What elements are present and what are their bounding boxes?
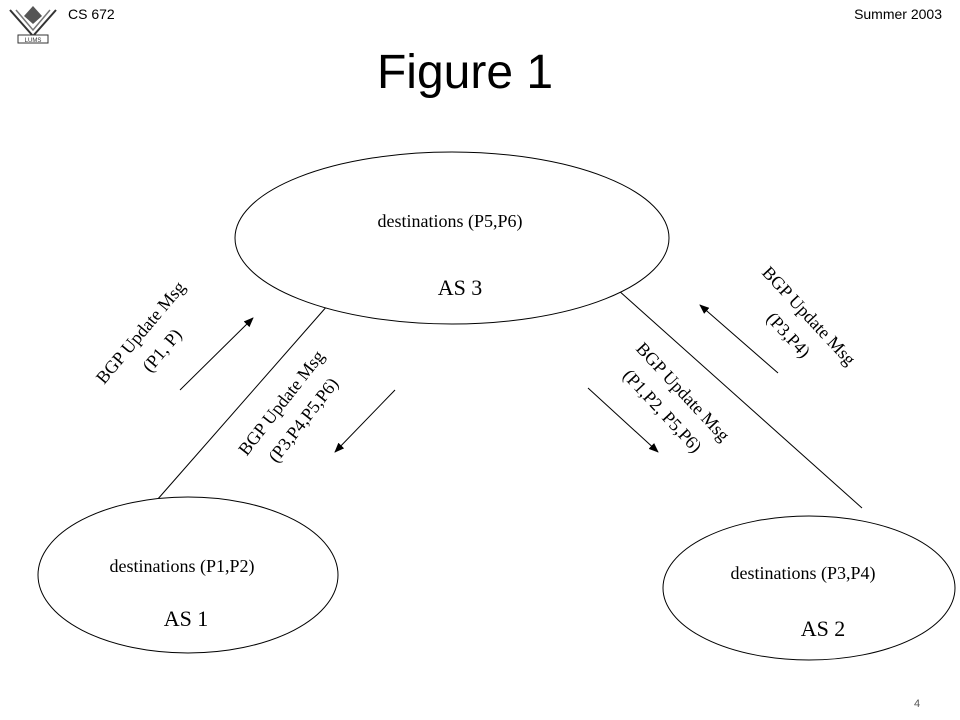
node-as3-name: AS 3: [438, 275, 483, 300]
node-as2: destinations (P3,P4) AS 2: [662, 515, 956, 661]
msg-as3-to-as1: BGP Update Msg (P3,P4,P5,P6): [234, 346, 343, 466]
arrow-as3-to-as2: [587, 387, 659, 453]
node-as2-ellipse: [662, 515, 956, 661]
node-as3-destinations: destinations (P5,P6): [377, 211, 522, 232]
msg-as1-to-as3: BGP Update Msg (P1, P): [92, 277, 189, 387]
link-as3-as2: [617, 289, 863, 509]
msg-as3-to-as2: BGP Update Msg (P1,P2, P5,P6): [618, 338, 733, 457]
term-label: Summer 2003: [854, 6, 942, 22]
node-as1-destinations: destinations (P1,P2): [109, 556, 254, 577]
node-as2-destinations: destinations (P3,P4): [730, 563, 875, 584]
link-as3-as1: [156, 304, 329, 501]
node-as1-ellipse: [37, 496, 339, 654]
node-as1-name: AS 1: [164, 606, 209, 631]
arrow-as1-to-as3: [179, 317, 254, 391]
arrow-as3-to-as1: [334, 389, 396, 453]
node-as2-name: AS 2: [801, 616, 846, 641]
arrow-as2-to-as3: [699, 304, 779, 374]
page-number: 4: [914, 698, 921, 710]
page-title: Figure 1: [376, 46, 554, 99]
svg-text:LUMS: LUMS: [25, 38, 42, 44]
course-code: CS 672: [68, 6, 115, 22]
msg-as2-to-as3: BGP Update Msg (P3,P4): [758, 262, 859, 369]
node-as1: destinations (P1,P2) AS 1: [37, 496, 339, 654]
university-logo: LUMS: [9, 6, 57, 44]
node-as3-ellipse: [234, 151, 670, 325]
node-as3: destinations (P5,P6) AS 3: [234, 151, 670, 325]
